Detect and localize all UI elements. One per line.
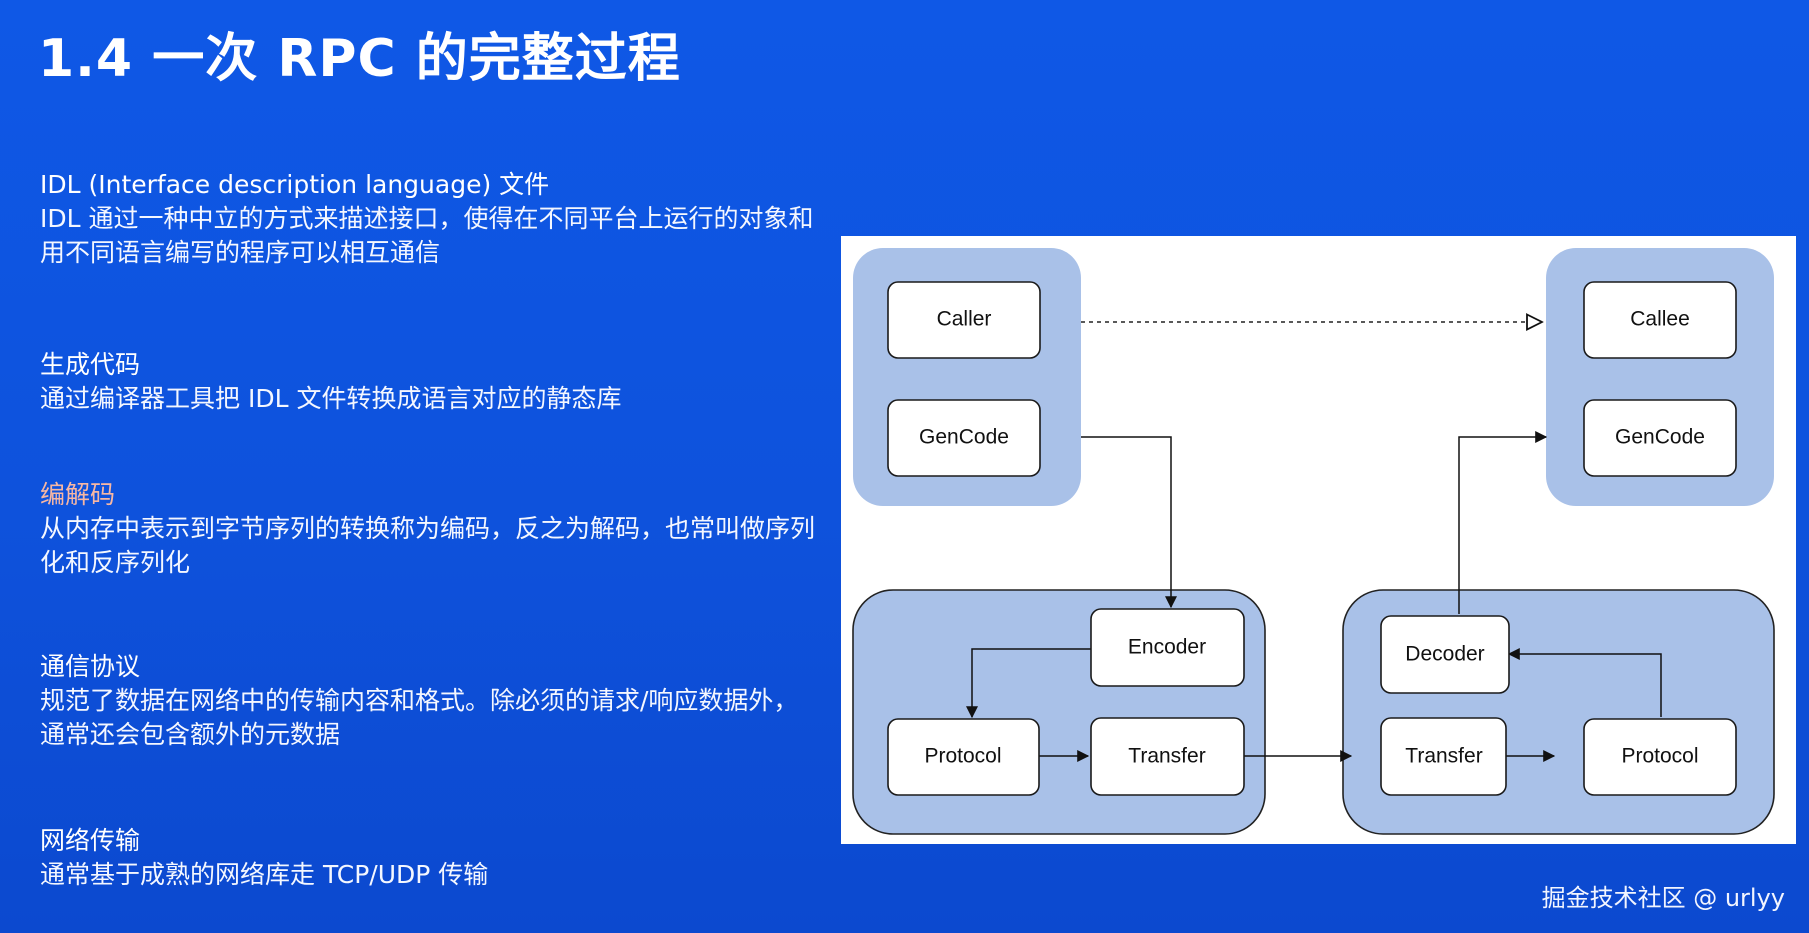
- section-heading-protocol: 通信协议: [40, 652, 141, 681]
- caller-node: Caller: [887, 281, 1041, 359]
- footer-credit: 掘金技术社区 @ urlyy: [1541, 884, 1785, 912]
- decoder-node-label: Decoder: [1405, 643, 1484, 666]
- section-heading-codec: 编解码: [40, 480, 116, 509]
- section-heading-transport: 网络传输: [40, 826, 141, 855]
- section-transport: 网络传输 通常基于成熟的网络库走 TCP/UDP 传输: [40, 824, 820, 892]
- section-body-protocol: 规范了数据在网络中的传输内容和格式。除必须的请求/响应数据外，通常还会包含额外的…: [40, 686, 799, 749]
- caller-node-label: Caller: [937, 308, 992, 331]
- protocol-right-node: Protocol: [1583, 718, 1737, 796]
- section-body-idl: IDL 通过一种中立的方式来描述接口，使得在不同平台上运行的对象和用不同语言编写…: [40, 204, 814, 267]
- transfer-left-node: Transfer: [1090, 717, 1245, 796]
- transfer-right-node: Transfer: [1380, 717, 1507, 796]
- section-body-codec: 从内存中表示到字节序列的转换称为编码，反之为解码，也常叫做序列化和反序列化: [40, 514, 816, 577]
- gencode-left-node-label: GenCode: [919, 426, 1009, 449]
- section-body-transport: 通常基于成熟的网络库走 TCP/UDP 传输: [40, 860, 489, 889]
- section-codec: 编解码 从内存中表示到字节序列的转换称为编码，反之为解码，也常叫做序列化和反序列…: [40, 478, 820, 580]
- callee-node: Callee: [1583, 281, 1737, 359]
- protocol-left-node: Protocol: [887, 718, 1040, 796]
- transfer-left-node-label: Transfer: [1128, 745, 1205, 768]
- protocol-right-node-label: Protocol: [1621, 745, 1698, 768]
- decoder-node: Decoder: [1380, 615, 1510, 694]
- encoder-node: Encoder: [1090, 608, 1245, 687]
- section-codegen: 生成代码 通过编译器工具把 IDL 文件转换成语言对应的静态库: [40, 348, 820, 416]
- callee-node-label: Callee: [1630, 308, 1690, 331]
- section-protocol: 通信协议 规范了数据在网络中的传输内容和格式。除必须的请求/响应数据外，通常还会…: [40, 650, 820, 752]
- rpc-flow-svg: Caller GenCode Callee GenCode Encoder Pr…: [852, 248, 1775, 835]
- protocol-to-decoder-arrow: [1507, 648, 1662, 717]
- gencode-right-node-label: GenCode: [1615, 426, 1705, 449]
- section-heading-idl: IDL (Interface description language) 文件: [40, 170, 550, 199]
- encoder-to-protocol-arrow: [966, 648, 1091, 719]
- transfer-right-node-label: Transfer: [1405, 745, 1482, 768]
- decoder-to-gencode-arrow: [1458, 431, 1548, 614]
- gencode-left-node: GenCode: [887, 399, 1041, 477]
- section-heading-codegen: 生成代码: [40, 350, 141, 379]
- encoder-node-label: Encoder: [1128, 636, 1206, 659]
- rpc-flow-diagram: Caller GenCode Callee GenCode Encoder Pr…: [841, 236, 1796, 844]
- gencode-right-node: GenCode: [1583, 399, 1737, 477]
- section-idl: IDL (Interface description language) 文件 …: [40, 168, 820, 270]
- gencode-to-encoder-arrow: [1081, 436, 1177, 609]
- section-body-codegen: 通过编译器工具把 IDL 文件转换成语言对应的静态库: [40, 384, 622, 413]
- slide-title: 1.4 一次 RPC 的完整过程: [38, 29, 681, 89]
- protocol-left-node-label: Protocol: [924, 745, 1001, 768]
